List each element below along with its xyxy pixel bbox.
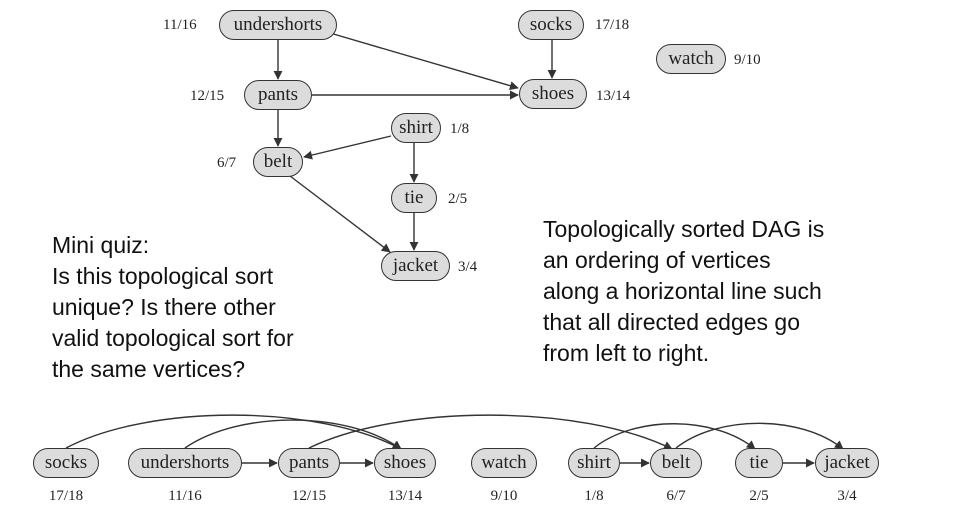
sorted-edge-shirt-to-tie [593,423,756,450]
discovery-finish-time: 9/10 [490,488,518,504]
quiz-line: Mini quiz: [52,232,150,258]
vertex-shirt: shirt [391,113,441,143]
definition-line: an ordering of vertices [543,247,771,273]
quiz-line: unique? Is there other [52,294,276,320]
discovery-finish-time: 12/15 [291,488,327,504]
vertex-undershorts: undershorts [128,448,242,478]
vertex-jacket: jacket [815,448,879,478]
vertex-pants: pants [244,80,312,110]
quiz-line: Is this topological sort [52,263,274,289]
sorted-edge-socks-to-shoes [65,414,402,450]
vertex-tie: tie [735,448,783,478]
quiz-line: the same vertices? [52,356,246,382]
discovery-finish-time: 13/14 [596,88,631,104]
edge-belt-to-jacket [289,175,391,253]
discovery-finish-time: 6/7 [217,155,237,171]
vertex-socks: socks [33,448,99,478]
discovery-finish-time: 1/8 [584,488,604,504]
discovery-finish-time: 13/14 [387,488,423,504]
discovery-finish-time: 17/18 [48,488,84,504]
sorted-edges [65,414,844,468]
definition-line: along a horizontal line such [543,278,822,304]
discovery-finish-time: 2/5 [448,191,468,207]
vertex-undershorts: undershorts [219,10,337,40]
vertex-jacket: jacket [381,251,450,281]
quiz-line: valid topological sort for [52,325,294,351]
vertex-shirt: shirt [568,448,620,478]
discovery-finish-time: 12/15 [190,88,225,104]
vertex-shoes: shoes [519,79,587,109]
topological-sort-definition: Topologically sorted DAG is an ordering … [543,214,824,369]
discovery-finish-time: 11/16 [163,17,197,33]
vertex-watch: watch [471,448,537,478]
discovery-finish-time: 1/8 [450,121,470,137]
sorted-edge-belt-to-jacket [675,422,844,450]
discovery-finish-time: 17/18 [595,17,630,33]
vertex-tie: tie [391,183,437,213]
definition-line: from left to right. [543,340,710,366]
definition-line: that all directed edges go [543,309,801,335]
discovery-finish-time: 11/16 [168,488,202,504]
edge-undershorts-to-shoes [329,32,519,91]
vertex-shoes: shoes [374,448,436,478]
vertex-socks: socks [518,10,584,40]
discovery-finish-time: 9/10 [734,52,761,68]
sorted-edge-pants-to-belt [308,414,673,450]
discovery-finish-time: 3/4 [837,488,857,504]
vertex-belt: belt [650,448,702,478]
discovery-finish-time: 2/5 [749,488,769,504]
dag-edges [273,32,557,253]
sorted-edge-undershorts-to-shoes [184,419,402,450]
discovery-finish-time: 6/7 [666,488,686,504]
vertex-watch: watch [656,44,726,74]
edge-shirt-to-belt [303,135,392,160]
vertex-belt: belt [253,147,303,177]
mini-quiz: Mini quiz: Is this topological sort uniq… [52,230,294,385]
discovery-finish-time: 3/4 [458,259,478,275]
vertex-pants: pants [278,448,340,478]
definition-line: Topologically sorted DAG is [543,216,825,242]
